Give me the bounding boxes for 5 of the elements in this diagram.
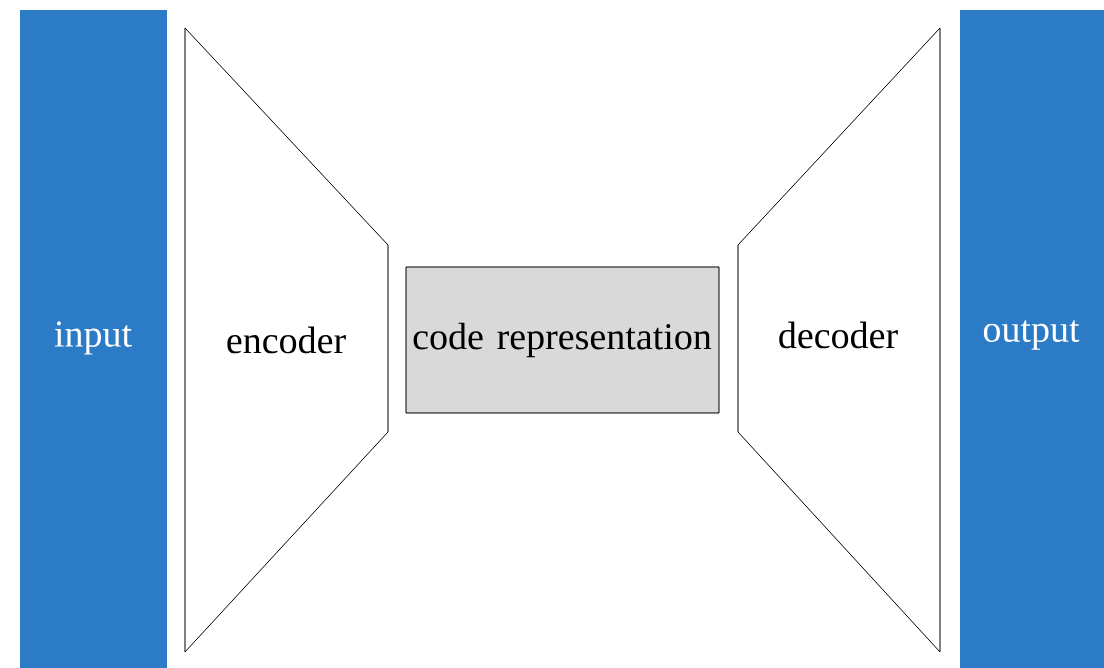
code-box: code representation [405,266,720,414]
network-trapezoid: decoder [737,27,941,653]
network-trapezoid: encoder [184,27,389,653]
data-bar: output [960,10,1104,668]
data-bar: input [20,10,167,668]
